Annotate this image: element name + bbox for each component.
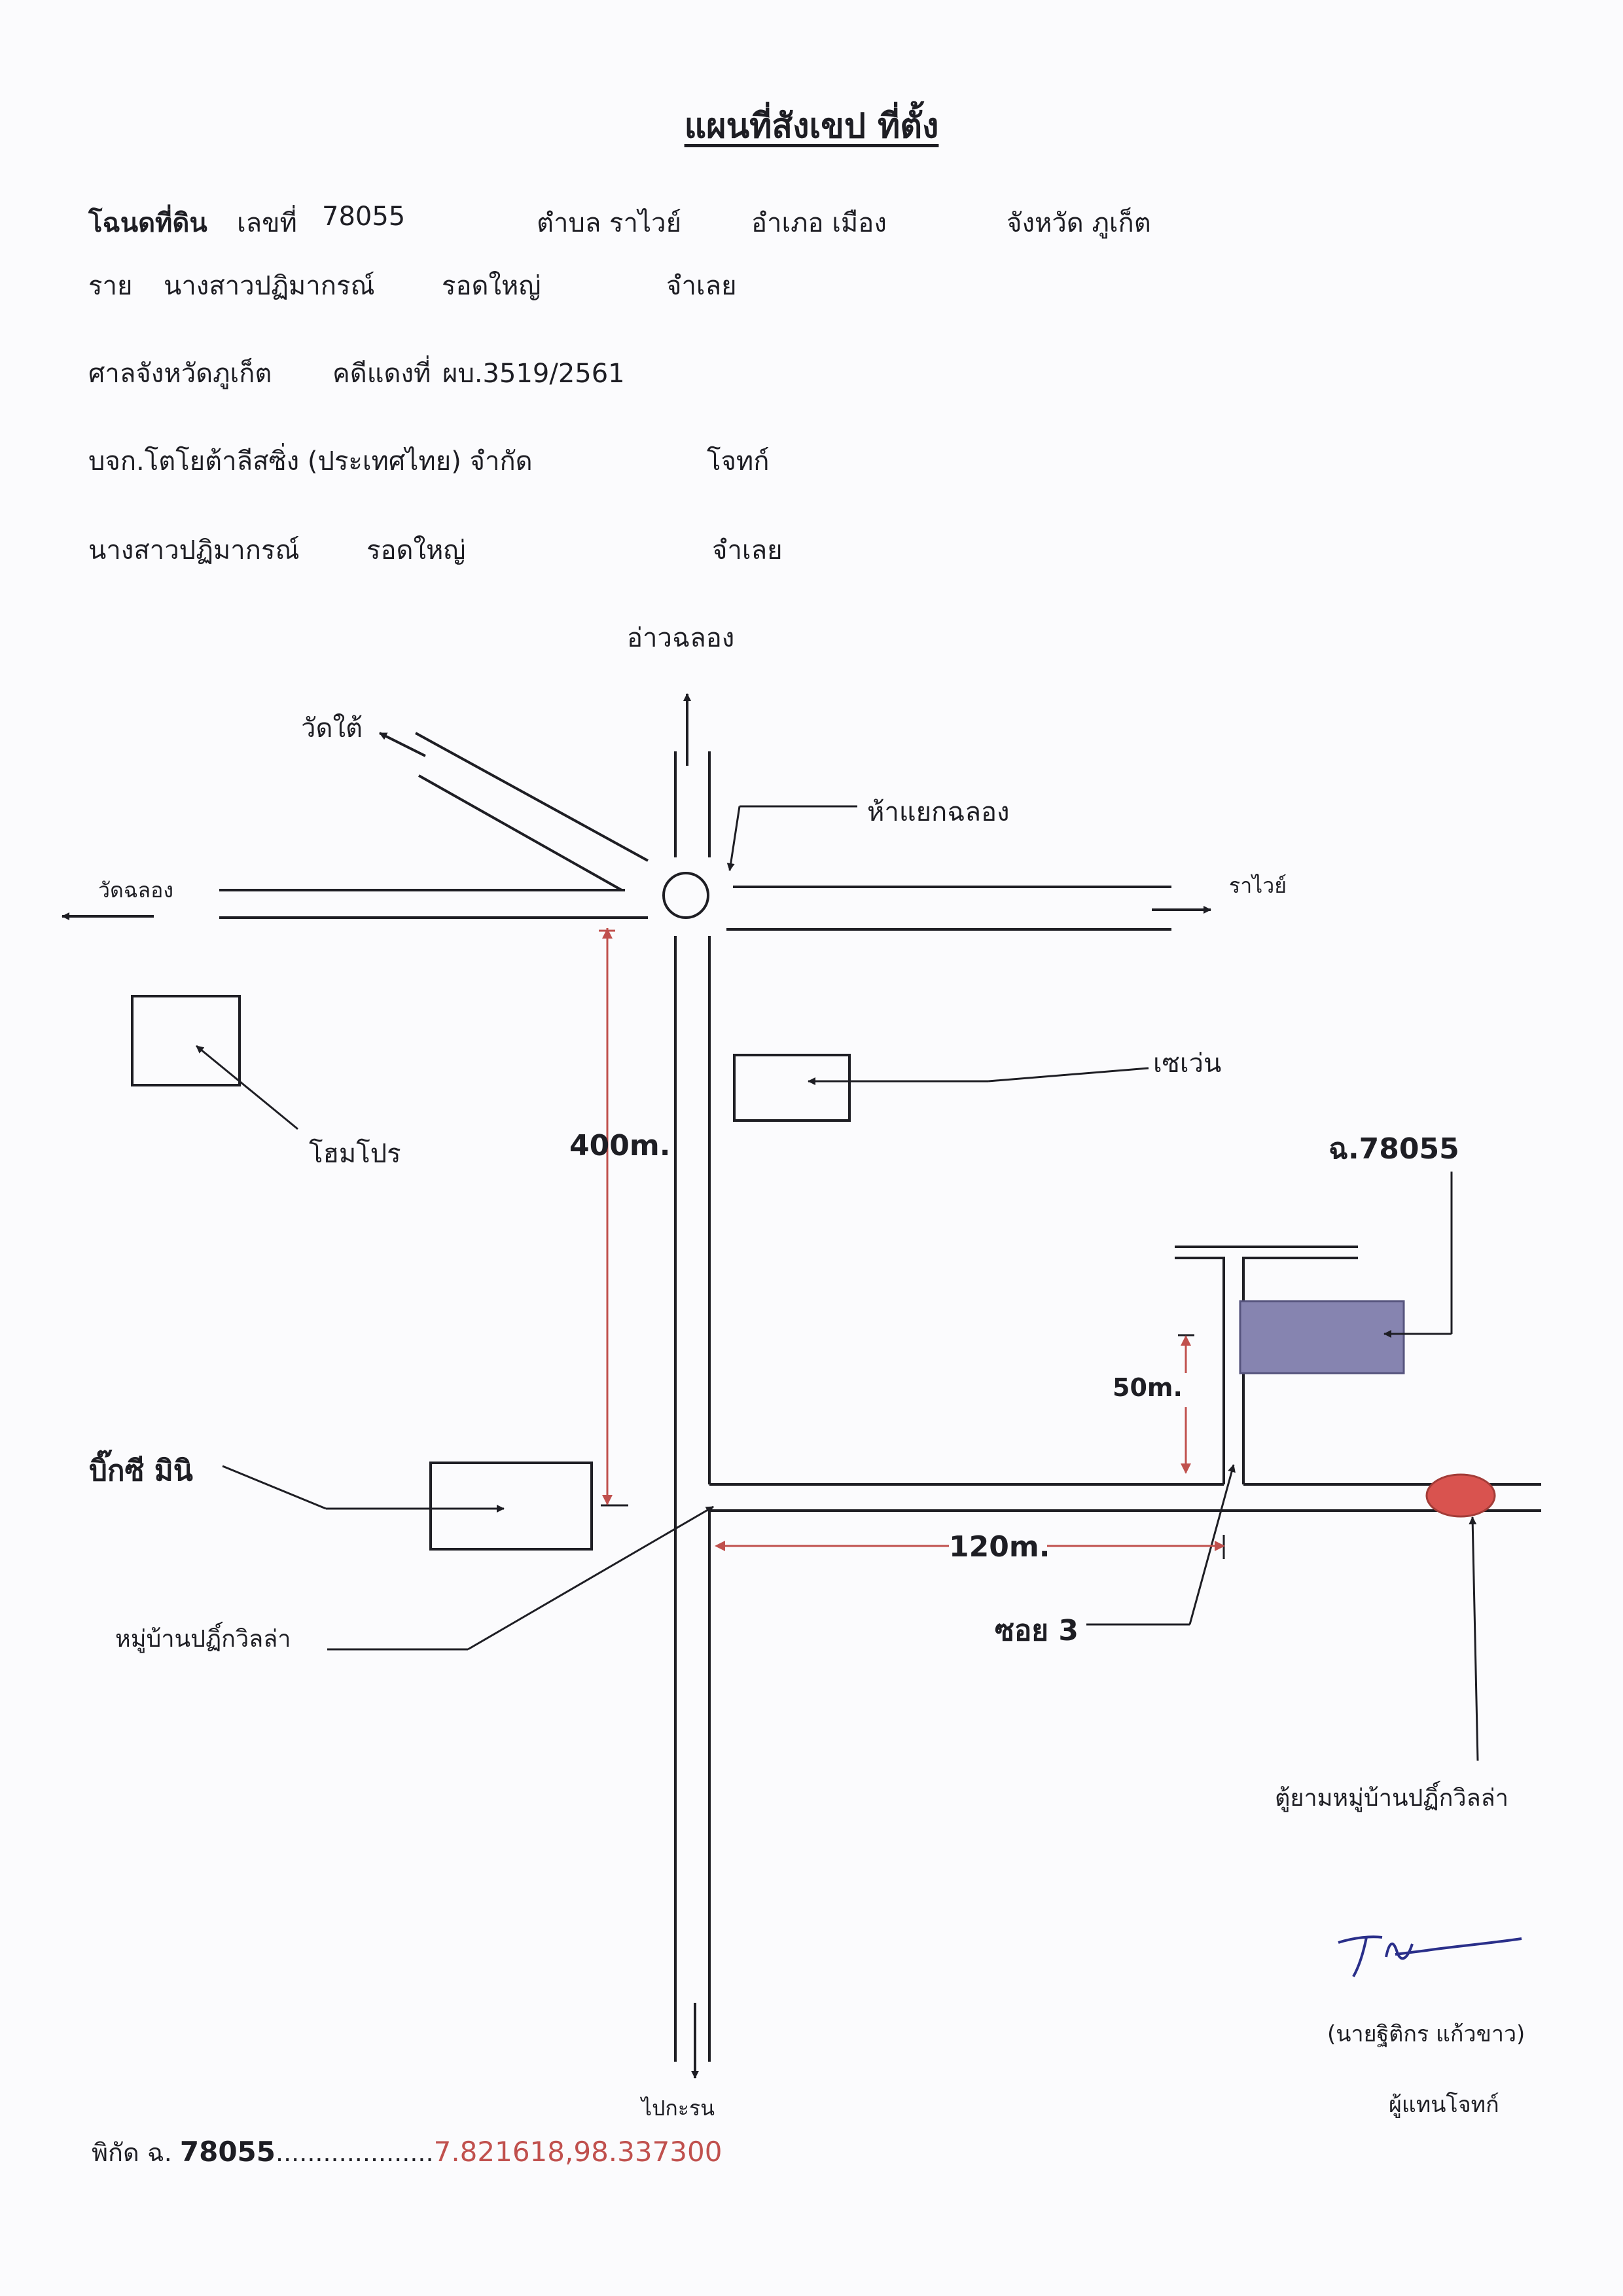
case-label: คดีแดงที่ (332, 359, 431, 389)
diagonal-road-north-edge (415, 732, 649, 862)
guardhouse-label: ตู้ยามหมู่บ้านปฏิ์กวิลล่า (1275, 1785, 1508, 1812)
deed-label: โฉนดที่ดิน (88, 208, 207, 238)
owner-prefix: ราย (88, 271, 133, 301)
dist-400-label: 400m. (569, 1129, 671, 1162)
northwest-arrow-icon (379, 732, 426, 757)
measurements (599, 928, 1224, 1547)
soi-label: ซอย 3 (995, 1614, 1079, 1647)
deed-number: 78055 (322, 202, 406, 232)
dist-120-arrow-left-icon (715, 1541, 725, 1551)
defendant-role: จำเลย (712, 535, 783, 565)
coordinates-value: 7.821618,98.337300 (433, 2136, 722, 2168)
seven-leader (988, 1067, 1149, 1083)
homepro-building (131, 995, 241, 1086)
signer-name: (นายฐิติกร แก้วขาว) (1327, 2021, 1525, 2047)
roundabout (662, 872, 709, 919)
leader-lines (196, 805, 1479, 1761)
homepro-leader (196, 1045, 298, 1130)
district: อำเภอ เมือง (751, 208, 887, 238)
homepro-label: โฮมโปร (309, 1139, 401, 1169)
roundabout-leader-arrow (726, 806, 741, 871)
soi-leader-arrow (1188, 1464, 1236, 1625)
guardhouse-leader-arrow (1469, 1516, 1479, 1761)
dist-120-arrow-right-icon (1215, 1541, 1225, 1551)
east-label: ราไวย์ (1229, 873, 1287, 898)
north-label: อ่าวฉลอง (627, 623, 735, 653)
defendant-name: นางสาวปฏิมากรณ์ (88, 535, 300, 565)
direction-arrows (62, 693, 1211, 2079)
seven-eleven-building (733, 1054, 851, 1122)
plot-label: ฉ.78055 (1329, 1132, 1459, 1166)
bigc-leader (222, 1465, 327, 1510)
court-name: ศาลจังหวัดภูเก็ต (88, 359, 272, 389)
village-label: หมู่บ้านปฏิ์กวิลล่า (115, 1626, 291, 1653)
guardhouse-marker (1425, 1473, 1496, 1518)
province: จังหวัด ภูเก็ต (1007, 208, 1151, 238)
west-label: วัดฉลอง (98, 878, 173, 903)
dist-400-arrow-up-icon (602, 928, 613, 939)
bigc-mini-building (429, 1462, 593, 1551)
number-label: เลขที่ (237, 208, 297, 238)
dist-50-arrow-up-icon (1181, 1335, 1191, 1346)
dist-120-label: 120m. (949, 1530, 1050, 1564)
defendant-surname: รอดใหญ่ (366, 535, 466, 565)
seven-label: เซเว่น (1153, 1049, 1222, 1079)
dist-50-label: 50m. (1113, 1373, 1183, 1402)
northwest-label: วัดใต้ (301, 713, 363, 744)
owner-role: จำเลย (666, 271, 737, 301)
subdistrict: ตำบล ราไวย์ (537, 208, 682, 238)
case-number: ผบ.3519/2561 (442, 359, 625, 389)
roundabout-label: ห้าแยกฉลอง (867, 797, 1010, 827)
dist-400-arrow-down-icon (602, 1495, 613, 1505)
plot-78055 (1239, 1300, 1405, 1374)
signature-mark (1338, 1935, 1522, 1977)
village-leader-arrow (467, 1505, 714, 1651)
coordinates-plot-number: 78055 (179, 2136, 276, 2168)
bigc-label: บิ๊กซี มินิ (89, 1454, 193, 1488)
owner-surname: รอดใหญ่ (442, 271, 541, 301)
diagonal-road-south-edge (418, 774, 622, 891)
coordinates-line: พิกัด ฉ. 78055....................7.8216… (92, 2132, 722, 2172)
page-title: แผนที่สังเขป ที่ตั้ง (684, 107, 939, 146)
signer-role: ผู้แทนโจทก์ (1389, 2092, 1499, 2118)
road-network (219, 732, 1541, 2062)
coordinates-label: พิกัด ฉ. (92, 2138, 172, 2167)
coordinates-dots: .................... (276, 2138, 434, 2167)
owner-name: นางสาวปฏิมากรณ์ (164, 271, 375, 301)
plaintiff-role: โจทก์ (707, 446, 770, 476)
south-label: ไปกะรน (641, 2096, 715, 2121)
dist-50-arrow-down-icon (1181, 1463, 1191, 1474)
plaintiff-name: บจก.โตโยต้าลีสซิ่ง (ประเทศไทย) จำกัด (88, 446, 533, 476)
